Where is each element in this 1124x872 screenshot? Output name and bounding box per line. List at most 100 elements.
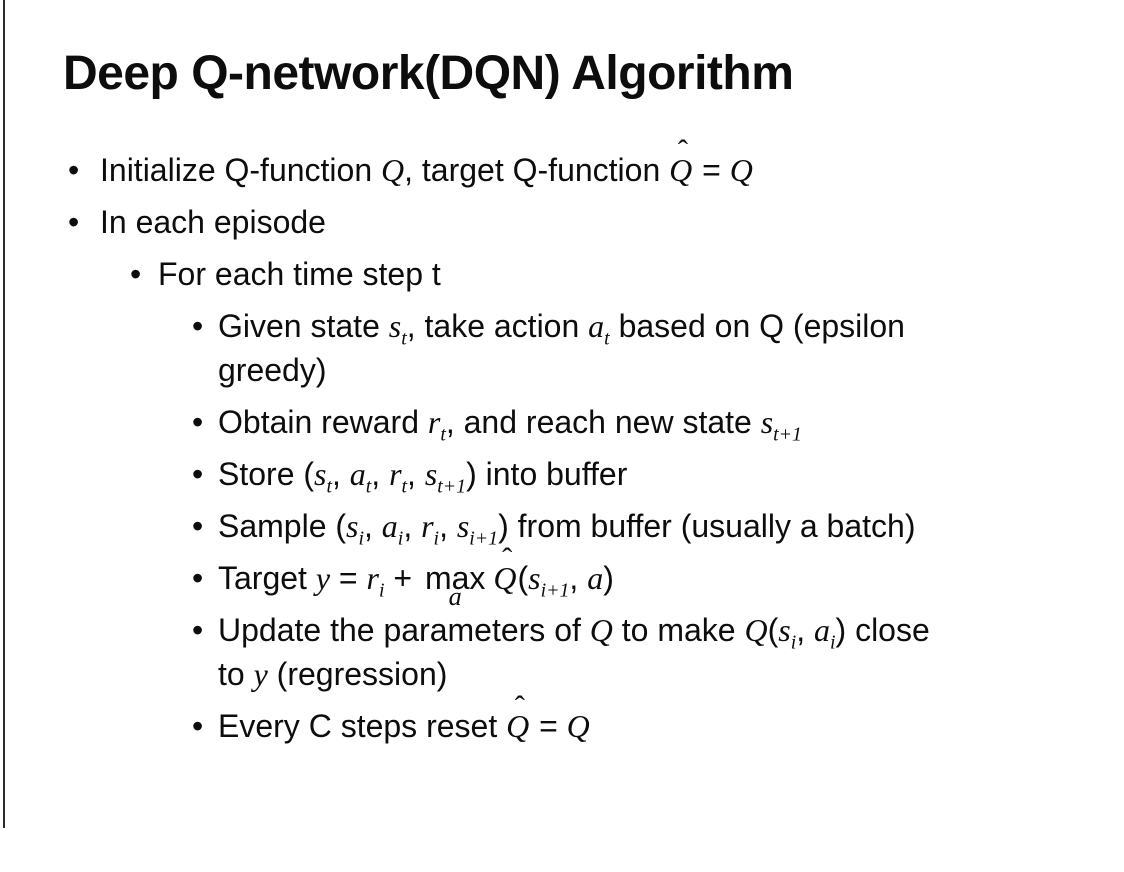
- plain-text: For each time step t: [158, 256, 441, 292]
- math-var: Q: [744, 612, 768, 648]
- math-var: si+1: [456, 508, 499, 550]
- math-subscript: t: [365, 475, 372, 498]
- plain-text: based on Q (epsilon: [609, 308, 905, 344]
- hat-accent: ˆ: [677, 133, 688, 168]
- plain-text: (regression): [267, 656, 448, 692]
- bullet-marker: •: [192, 612, 204, 648]
- bullet-item: • In each episode: [0, 200, 1118, 244]
- math-var: Q: [506, 708, 530, 744]
- math-var: a: [587, 560, 604, 596]
- plain-text: ) close: [835, 612, 930, 648]
- plain-text: Sample (: [218, 508, 347, 544]
- plain-text: Update the parameters of: [218, 612, 590, 648]
- math-var: si: [346, 508, 365, 550]
- slide-title: Deep Q-network(DQN) Algorithm: [63, 47, 794, 100]
- math-var: Q: [669, 152, 693, 188]
- bullet-text: In each episode: [100, 204, 326, 240]
- math-var: st: [314, 456, 332, 498]
- bullet-text: Update the parameters of Q to make Q(si,…: [218, 612, 930, 692]
- math-var: ri: [421, 508, 440, 550]
- bullet-text: For each time step t: [158, 256, 441, 292]
- plain-text: ): [603, 560, 614, 596]
- math-var: at: [588, 308, 610, 350]
- math-var: rt: [389, 456, 408, 498]
- math-var: ri: [366, 560, 385, 602]
- plain-text: ,: [364, 508, 382, 544]
- plain-text: ,: [796, 612, 814, 648]
- bullet-list: • Initialize Q-function Q, target Q-funct…: [0, 135, 1118, 756]
- math-var: st: [388, 308, 407, 350]
- max-label: max: [424, 560, 486, 596]
- bullet-marker: •: [68, 204, 80, 240]
- math-var: Q: [589, 612, 613, 648]
- plain-text: =: [330, 560, 367, 596]
- math-var: rt: [427, 404, 446, 446]
- math-subscript: t: [326, 475, 332, 498]
- math-subscript: i: [397, 527, 404, 550]
- plain-text: =: [530, 708, 567, 744]
- bullet-text: Obtain reward rt, and reach new state st…: [218, 404, 802, 446]
- bullet-item: • Update the parameters of Q to make Q(si…: [0, 608, 1118, 696]
- plain-text: Target: [218, 560, 316, 596]
- math-var: Q: [381, 152, 405, 188]
- math-var: Q: [729, 152, 753, 188]
- bullet-text: Store (st, at, rt, st+1) into buffer: [218, 456, 628, 498]
- bullet-marker: •: [68, 152, 80, 188]
- plain-text: Store (: [218, 456, 315, 492]
- plain-text: Every C steps reset: [218, 708, 507, 744]
- math-var: Q: [493, 560, 517, 596]
- math-subscript: t+1: [437, 475, 467, 498]
- math-subscript: t: [401, 327, 407, 350]
- bullet-marker: •: [192, 456, 204, 492]
- plain-text: to: [218, 656, 254, 692]
- hat-accent: ˆ: [502, 541, 513, 576]
- plain-text: ,: [439, 508, 457, 544]
- plain-text: Initialize Q-function: [100, 152, 382, 188]
- plain-text: +: [384, 560, 421, 596]
- plain-text: ,: [407, 456, 425, 492]
- plain-text: greedy): [218, 352, 327, 388]
- plain-text: to make: [612, 612, 745, 648]
- plain-text: ,: [569, 560, 588, 596]
- bullet-item: •Obtain reward rt, and reach new state s…: [0, 400, 1118, 444]
- math-var: y: [253, 656, 268, 692]
- bullet-item: • Initialize Q-function Q, target Q-funct…: [0, 135, 1118, 192]
- math-var: si: [778, 612, 797, 654]
- math-var: y: [315, 560, 331, 596]
- bullet-item: •Sample (si, ai, ri, si+1) from buffer (…: [0, 504, 1118, 548]
- bullet-text: Sample (si, ai, ri, si+1) from buffer (u…: [218, 508, 915, 550]
- hat-accent: ˆ: [514, 689, 525, 724]
- plain-text: Obtain reward: [218, 404, 428, 440]
- plain-text: ) into buffer: [466, 456, 628, 492]
- plain-text: , take action: [406, 308, 589, 344]
- plain-text: , and reach new state: [445, 404, 761, 440]
- bullet-marker: •: [192, 308, 204, 344]
- math-var: st+1: [424, 456, 467, 498]
- math-subscript: i: [378, 579, 385, 602]
- bullet-text: Given state st, take action at based on …: [218, 308, 905, 388]
- plain-text: ,: [332, 456, 350, 492]
- math-subscript: t: [440, 423, 446, 446]
- math-var: ai: [814, 612, 836, 654]
- plain-text: In each episode: [100, 204, 326, 240]
- math-subscript: t+1: [773, 423, 802, 446]
- bullet-marker: •: [192, 560, 204, 596]
- math-var: si+1: [528, 560, 570, 602]
- math-subscript: t: [401, 475, 408, 498]
- bullet-text: Initialize Q-function Q, target Q-functi…: [100, 135, 753, 188]
- bullet-marker: •: [130, 256, 142, 292]
- math-subscript: i: [433, 527, 440, 550]
- plain-text: ,: [371, 456, 390, 492]
- math-var: ai: [381, 508, 404, 550]
- plain-text: (: [517, 560, 529, 596]
- bullet-item: • Store (st, at, rt, st+1) into buffer: [0, 452, 1118, 496]
